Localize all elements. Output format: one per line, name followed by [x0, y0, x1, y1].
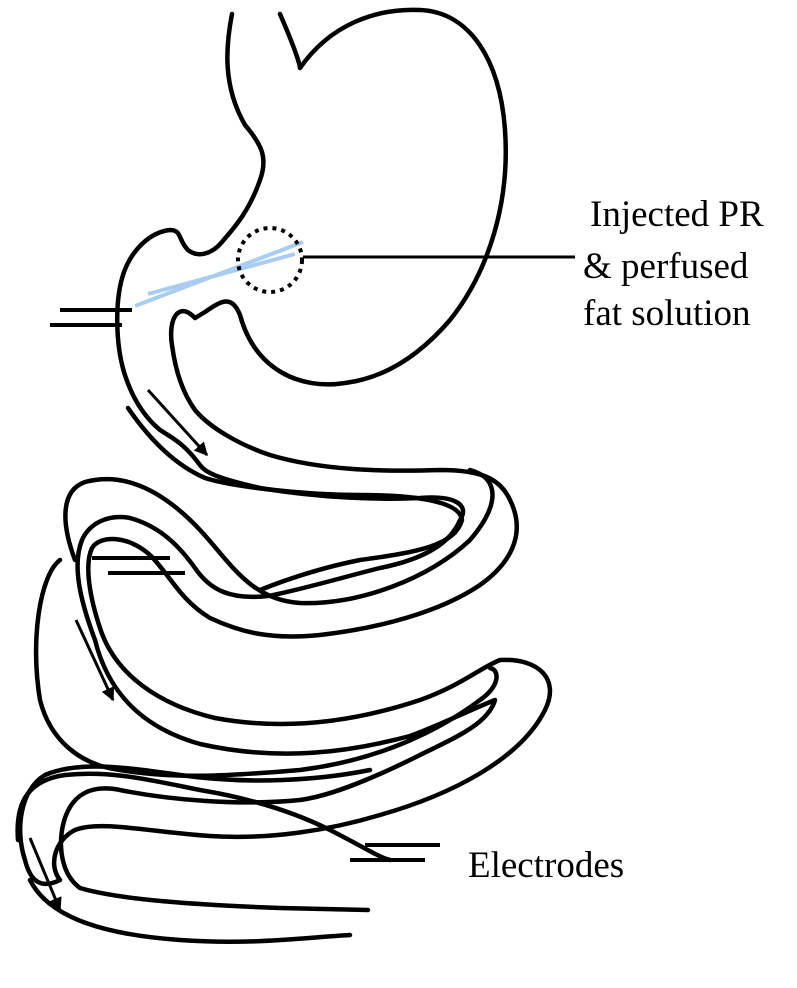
electrodes-label: Electrodes: [468, 845, 624, 886]
injection-label-line3: fat solution: [583, 293, 751, 334]
injection-label-line2: & perfused: [583, 246, 749, 287]
injection-tube-2: [148, 254, 295, 294]
intestine-loop-outline-1: [128, 408, 462, 590]
injection-label-line1: Injected PR: [590, 194, 764, 235]
electrode-pair-1: [50, 310, 132, 325]
stomach-outer-outline: [195, 10, 506, 385]
flow-arrow-2: [76, 620, 113, 700]
electrode-pair-2: [92, 558, 185, 573]
intestine-outer-outline: [20, 311, 550, 884]
